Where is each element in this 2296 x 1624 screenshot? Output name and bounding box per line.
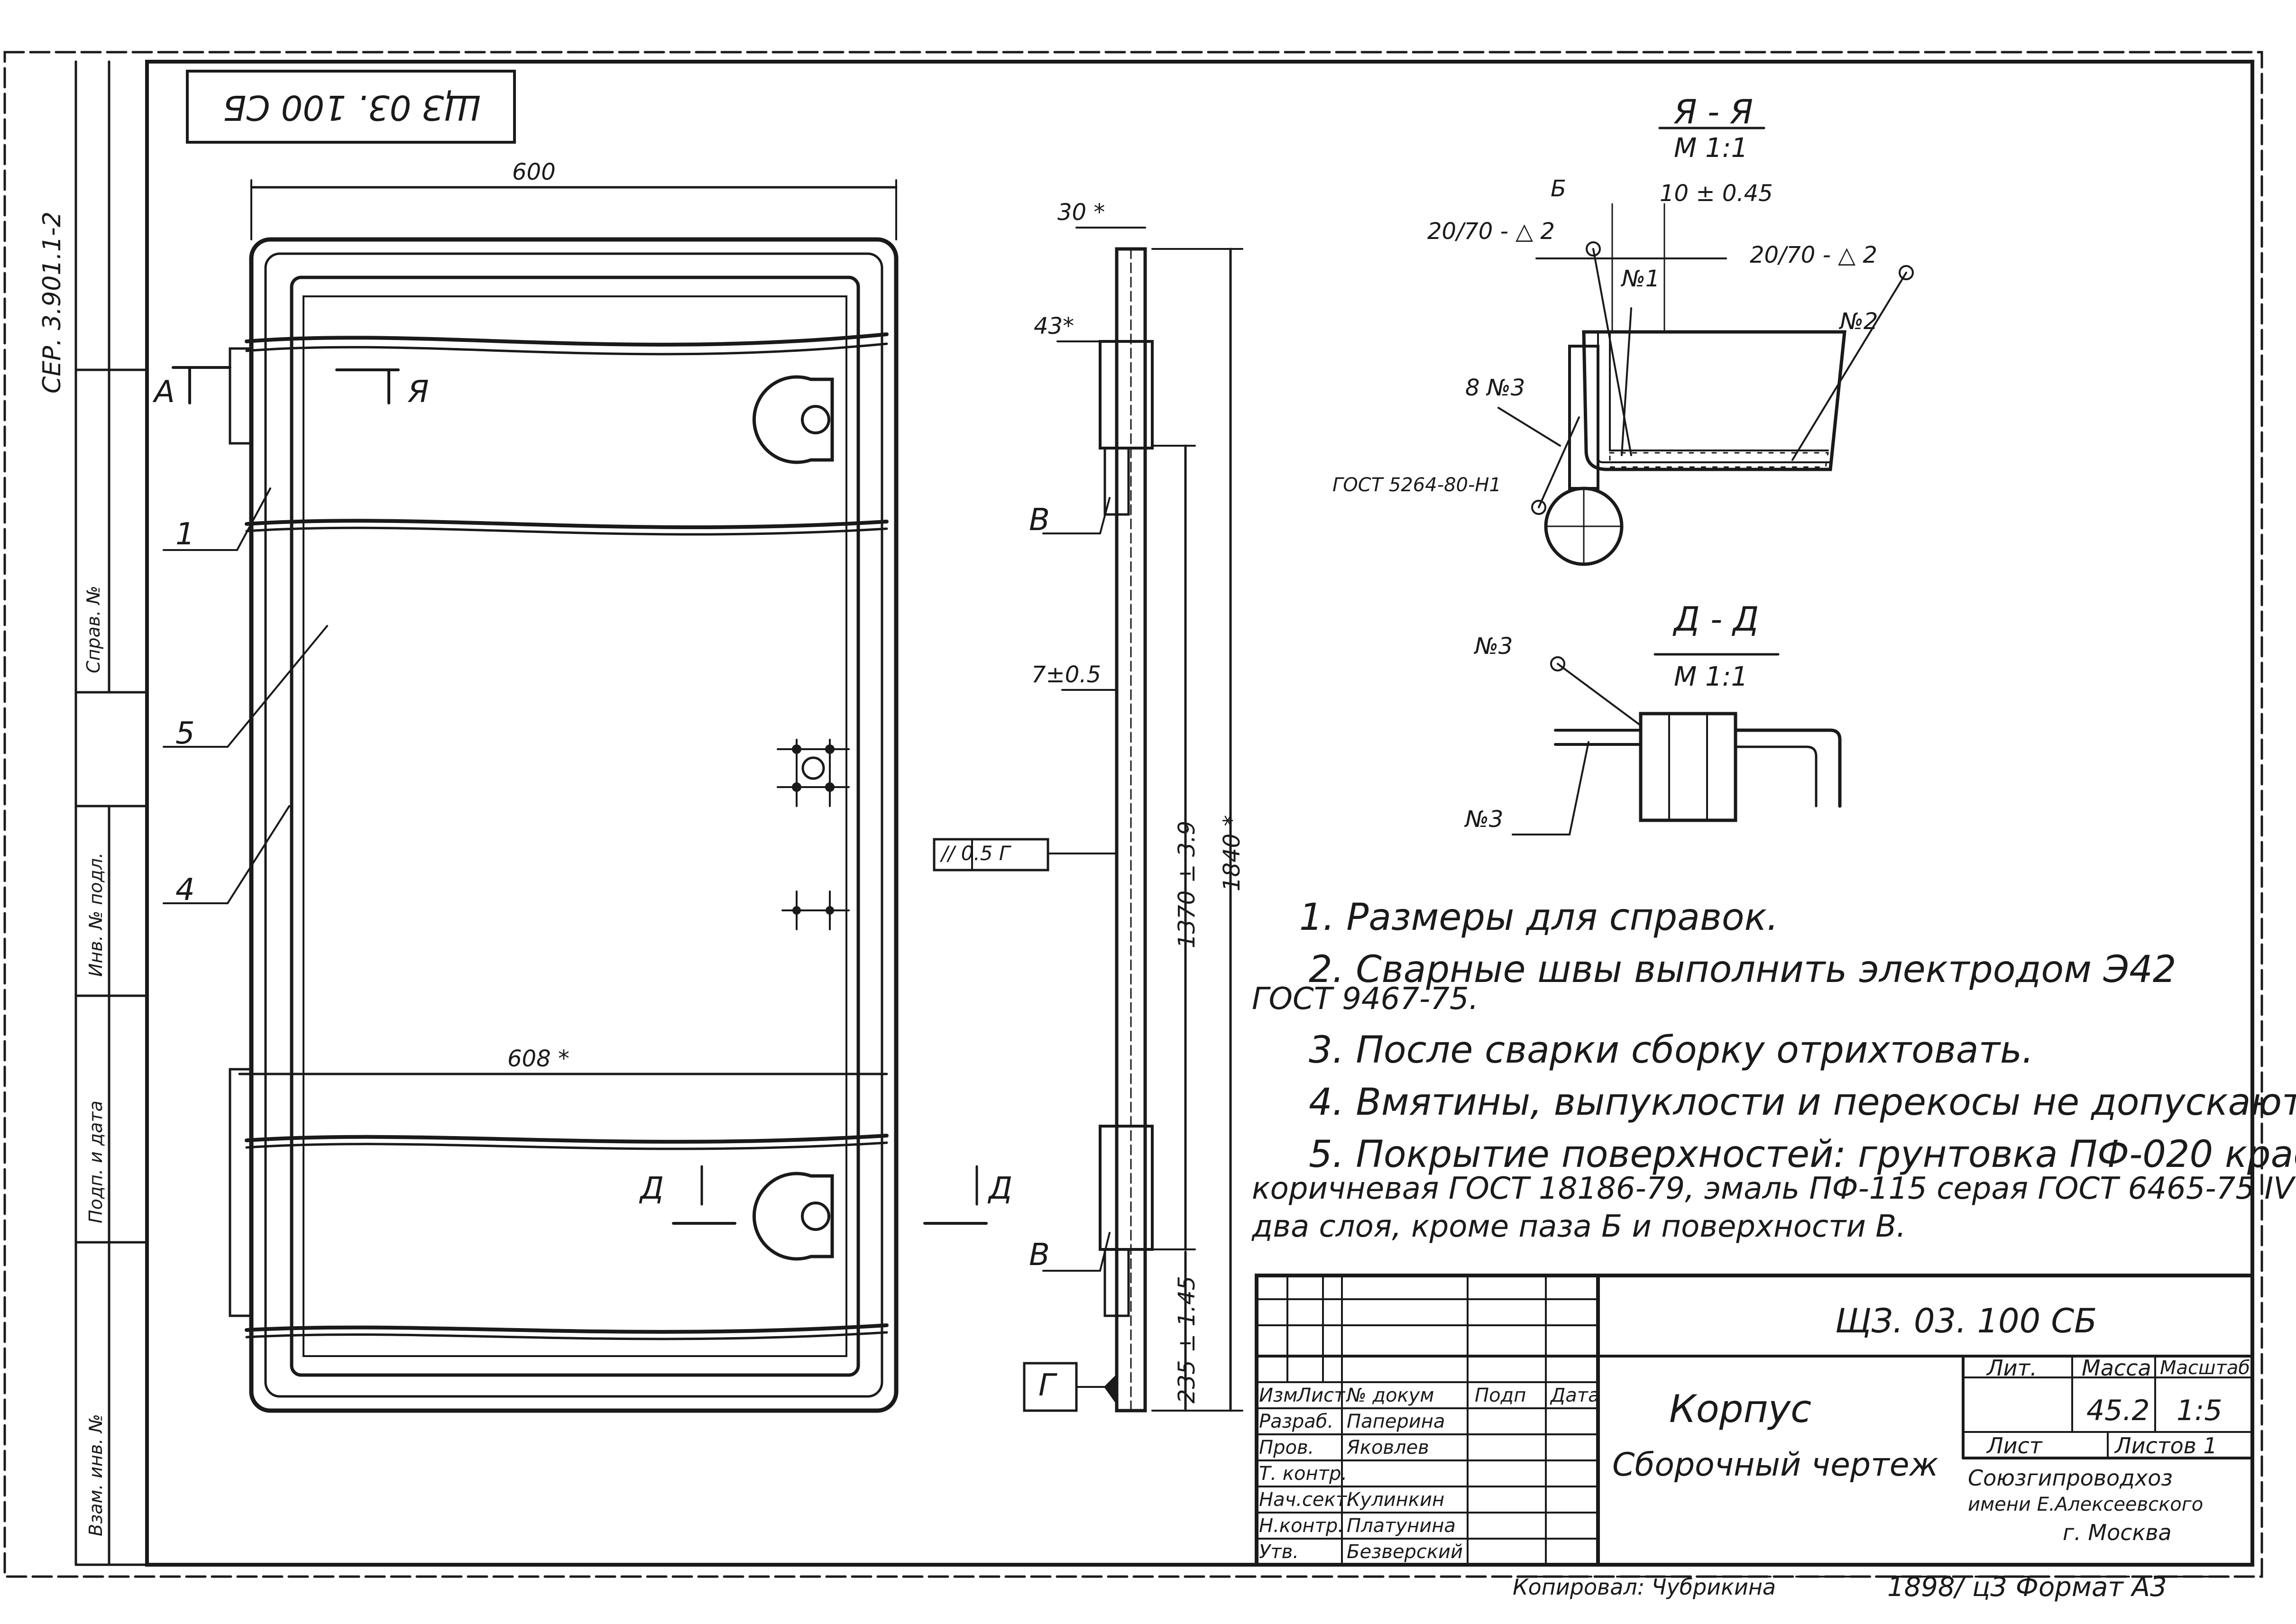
- weld-1: 20/70 - △ 2: [1427, 218, 1555, 245]
- gost-weld: ГОСТ 5264-80-Н1: [1332, 474, 1501, 496]
- surface-v-bottom: В: [1029, 1238, 1050, 1273]
- role-prov: Пров.: [1259, 1437, 1314, 1459]
- name-nachsekt: Кулинкин: [1347, 1489, 1445, 1511]
- note-5: 5. Покрытие поверхностей: грунтовка ПФ-0…: [1309, 1133, 2296, 1176]
- sheets-label: Листов 1: [2115, 1433, 2217, 1459]
- sheet-frame: [3, 51, 2263, 1578]
- role-nkontr: Н.контр.: [1259, 1515, 1344, 1537]
- surface-v-top: В: [1029, 503, 1050, 538]
- hdr-list: Лист: [1297, 1385, 1345, 1406]
- left-margin-strip: [74, 60, 148, 1566]
- role-tkontr: Т. контр.: [1259, 1463, 1348, 1485]
- part-name: Корпус: [1669, 1387, 1812, 1431]
- section-mark-a-left: А: [154, 375, 175, 410]
- name-prov: Яковлев: [1347, 1437, 1429, 1459]
- doc-type: Сборочный чертеж: [1612, 1446, 1938, 1484]
- org-line3: г. Москва: [2063, 1520, 2172, 1545]
- note-5c: два слоя, кроме паза Б и поверхности В.: [1252, 1209, 1906, 1244]
- series-label: СЕР. 3.901.1-2: [38, 211, 66, 394]
- note-3: 3. После сварки сборку отрихтовать.: [1309, 1029, 2034, 1072]
- dim-30: 30 *: [1057, 199, 1105, 226]
- role-utv: Утв.: [1259, 1541, 1299, 1563]
- dd-pos-n3b: №3: [1465, 806, 1504, 833]
- name-nkontr: Платунина: [1347, 1515, 1456, 1537]
- dim-b: Б: [1551, 175, 1566, 202]
- mass-label: Масса: [2082, 1355, 2151, 1381]
- dim-width-600: 600: [512, 159, 556, 185]
- side-view: [933, 227, 1243, 1413]
- dim-10: 10 ± 0.45: [1660, 180, 1773, 207]
- base-g: Г: [1038, 1368, 1056, 1403]
- lit-label: Лит.: [1987, 1355, 2037, 1381]
- role-razrab: Разраб.: [1259, 1411, 1334, 1432]
- dim-bottom-608: 608 *: [507, 1046, 569, 1072]
- dim-235: 235 ± 1.45: [1174, 1275, 1200, 1404]
- sheet-label: Лист: [1987, 1433, 2042, 1459]
- section-ya-scale: М 1:1: [1674, 133, 1748, 164]
- scale-label: Масштаб: [2160, 1357, 2250, 1379]
- pos-n1: №1: [1622, 266, 1660, 292]
- note-2: 2. Сварные швы выполнить электродом Э42: [1309, 948, 2177, 991]
- org-line2: имени Е.Алексеевского: [1968, 1494, 2204, 1515]
- hdr-data: Дата: [1551, 1385, 1600, 1406]
- note-4: 4. Вмятины, выпуклости и перекосы не доп…: [1309, 1081, 2296, 1124]
- name-utv: Безверский: [1347, 1541, 1463, 1563]
- role-nachsekt: Нач.сект.: [1259, 1489, 1353, 1511]
- callout-1: 1: [175, 517, 195, 552]
- doc-code: ЩЗ. 03. 100 СБ: [1835, 1302, 2097, 1340]
- section-dd-graphics: [1512, 653, 1842, 835]
- front-view: [163, 179, 988, 1413]
- weld-2: 20/70 - △ 2: [1750, 242, 1877, 268]
- pos-n3: 8 №3: [1465, 375, 1525, 401]
- hdr-podp: Подп: [1475, 1385, 1526, 1406]
- section-dd-scale: М 1:1: [1674, 661, 1748, 692]
- section-mark-d-left: Д: [640, 1171, 664, 1206]
- name-razrab: Паперина: [1347, 1411, 1445, 1432]
- section-mark-ya: Я: [408, 375, 429, 410]
- section-ya-graphics: [1497, 127, 1914, 566]
- callout-5: 5: [175, 716, 195, 751]
- dim-7: 7±0.5: [1031, 661, 1102, 688]
- mirrored-code-box: [186, 70, 516, 144]
- sprav-label: Справ. №: [83, 586, 104, 673]
- format: 1898/ ц3 Формат А3: [1887, 1572, 2167, 1603]
- section-mark-d-right: Д: [989, 1171, 1012, 1206]
- note-1: 1. Размеры для справок.: [1299, 896, 1779, 939]
- title-block-grid: [1255, 1274, 2254, 1578]
- dd-pos-n3a: №3: [1475, 633, 1513, 660]
- scale-value: 1:5: [2177, 1394, 2223, 1427]
- note-5b: коричневая ГОСТ 18186-79, эмаль ПФ-115 с…: [1252, 1171, 2296, 1206]
- callout-4: 4: [175, 872, 195, 908]
- section-ya-title: Я - Я: [1674, 92, 1754, 131]
- hdr-izm: Изм: [1259, 1385, 1298, 1406]
- pos-n2: №2: [1840, 308, 1878, 335]
- inv-label: Инв. № подл.: [85, 852, 106, 977]
- vzam-label: Взам. инв. №: [85, 1413, 106, 1536]
- section-dd-title: Д - Д: [1674, 600, 1759, 639]
- tolerance-frame: // 0.5 Г: [941, 842, 1010, 865]
- dim-1370: 1370 ± 3.9: [1174, 820, 1200, 948]
- copied-by: Копировал: Чубрикина: [1513, 1574, 1776, 1600]
- dim-43: 43*: [1034, 313, 1075, 339]
- mass-value: 45.2: [2086, 1394, 2150, 1427]
- hdr-dokum: № докум: [1347, 1385, 1434, 1406]
- mirrored-doc-code: ЩЗ 03. 100 СБ: [223, 88, 482, 128]
- org-line1: Союзгипроводхоз: [1968, 1465, 2173, 1491]
- podp-label: Подп. и дата: [85, 1101, 106, 1223]
- note-2b: ГОСТ 9467-75.: [1252, 982, 1479, 1017]
- dim-1840: 1840 *: [1219, 815, 1245, 891]
